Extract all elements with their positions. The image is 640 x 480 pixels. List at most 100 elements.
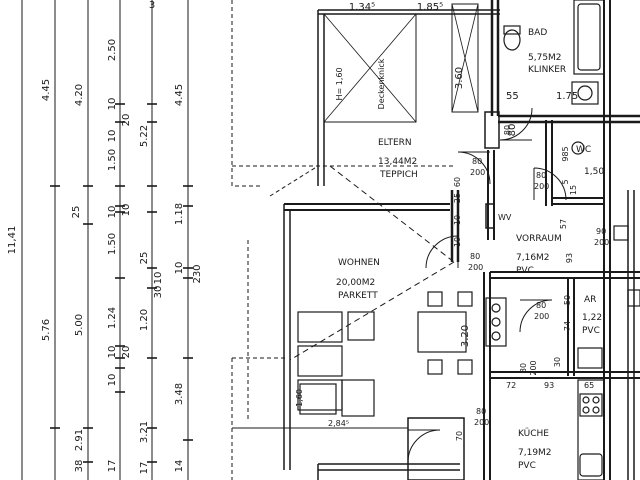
dim-text: 70 xyxy=(455,431,464,441)
wall-offset-line xyxy=(231,0,262,187)
dim-text: 20 xyxy=(121,114,132,127)
door-kueche xyxy=(407,429,441,463)
door-swings xyxy=(407,107,567,463)
walls xyxy=(232,0,640,480)
dim-text: 985 xyxy=(561,146,570,161)
kitchen-counter xyxy=(577,379,605,480)
deckenknick-zone xyxy=(323,13,417,123)
dim-text: 65 xyxy=(584,381,594,390)
dim-text: 4.45 xyxy=(41,79,52,101)
dim-text: 1,60 xyxy=(295,389,304,407)
dim-text: 10 xyxy=(107,206,118,219)
room-area-eltern: 13,44M2 xyxy=(378,157,417,167)
dim-text: 1.75 xyxy=(556,91,578,102)
dimension-chains xyxy=(21,0,262,480)
sofa xyxy=(297,311,343,343)
door-width: 80 xyxy=(503,125,512,135)
dim-text: 3.60 xyxy=(454,67,465,89)
armchair xyxy=(347,311,375,341)
dim-text: 5.00 xyxy=(74,314,85,336)
room-name-wc: WC xyxy=(576,145,591,155)
dim-text: 10 xyxy=(121,204,132,217)
dim-ticks xyxy=(50,103,193,463)
door-wohnen xyxy=(425,235,459,269)
dim-text: 72 xyxy=(506,381,516,390)
room-floor-wohnen: PARKETT xyxy=(338,291,378,301)
dim-text: 10 xyxy=(453,215,462,225)
dim-text: 1.50 xyxy=(107,149,118,171)
dim-text: 10 xyxy=(107,346,118,359)
stove xyxy=(485,297,507,347)
room-floor-vorraum: PVC xyxy=(516,266,534,276)
dim-text: 2.50 xyxy=(107,39,118,61)
room-name-bad: BAD xyxy=(528,28,547,38)
dim-text: 15 xyxy=(569,185,578,195)
dim-text: 50 xyxy=(563,295,572,305)
dim-text: 25 xyxy=(139,252,150,265)
door-height: 200 xyxy=(470,168,485,177)
door-height: 200 xyxy=(594,238,609,247)
dim-text: 3 xyxy=(149,0,155,11)
door-wc xyxy=(533,167,567,201)
dim-text: 93 xyxy=(565,253,574,263)
boiler xyxy=(577,347,603,369)
dim-text: 3.21 xyxy=(139,421,150,443)
door-width: 80 xyxy=(476,407,486,416)
dim-text: 10 xyxy=(174,262,185,275)
dim-text: 60 xyxy=(453,177,462,187)
dim-text: 4.45 xyxy=(174,84,185,106)
dim-text: 10 xyxy=(107,374,118,387)
dim-text: 17 xyxy=(107,460,118,473)
room-name-kueche: KÜCHE xyxy=(518,428,549,439)
dim-text: 30 xyxy=(553,357,562,367)
dim-text: 25 xyxy=(71,206,82,219)
dim-text: 5.22 xyxy=(139,125,150,147)
dim-text: 80 xyxy=(507,124,518,137)
door-width: 80 xyxy=(536,301,546,310)
room-floor-eltern: TEPPICH xyxy=(379,170,418,180)
dim-text: 17 xyxy=(139,462,150,475)
door-height: 200 xyxy=(529,360,538,375)
ceiling-height-label: H= 1,60 xyxy=(335,67,344,100)
shaft xyxy=(451,3,479,113)
sink xyxy=(571,81,599,105)
dim-text: 10 xyxy=(453,237,462,247)
furniture xyxy=(297,0,640,480)
room-name-eltern: ELTERN xyxy=(378,138,412,148)
wv-label: WV xyxy=(498,213,512,222)
bathtub xyxy=(573,0,605,75)
dim-text: 1.34⁵ xyxy=(349,2,375,13)
dim-text: 1.20 xyxy=(139,309,150,331)
dimension-texts: 11,41 4.45 5.76 25 4.20 5.00 2.91 38 2.5… xyxy=(7,39,203,475)
dim-text: 1.85⁵ xyxy=(417,2,443,13)
room-area-ar: 1,22 xyxy=(582,313,602,323)
door-height: 200 xyxy=(474,418,489,427)
door-width: 80 xyxy=(470,252,480,261)
deckenknick-label: Deckenknick xyxy=(377,58,386,109)
room-floor-kueche: PVC xyxy=(518,461,536,471)
dining-table xyxy=(417,311,467,353)
door-height: 200 xyxy=(468,263,483,272)
dim-text: 1.50 xyxy=(107,233,118,255)
room-labels: 1.34⁵ 1.85⁵ 3 BAD 5,75M2 KLINKER 55 1.75… xyxy=(149,0,609,471)
dim-text: 2.91 xyxy=(74,429,85,451)
dim-text: 5.76 xyxy=(41,319,52,341)
room-name-wohnen: WOHNEN xyxy=(338,258,380,268)
door-eltern xyxy=(457,151,491,185)
room-floor-bad: KLINKER xyxy=(528,65,566,75)
dim-text: 74 xyxy=(563,321,572,331)
dim-text: 55 xyxy=(506,91,519,102)
dim-text: 4.20 xyxy=(74,84,85,106)
door-ar xyxy=(519,299,553,333)
door-bad xyxy=(499,107,533,141)
door-height: 200 xyxy=(534,182,549,191)
dim-text: 25 xyxy=(453,193,462,203)
dim-text: 57 xyxy=(559,219,568,229)
dim-text: 30 xyxy=(153,286,164,299)
dim-text: 10 xyxy=(107,98,118,111)
door-height: 200 xyxy=(534,312,549,321)
coffee-table xyxy=(341,379,375,417)
wc-basin xyxy=(571,141,585,155)
